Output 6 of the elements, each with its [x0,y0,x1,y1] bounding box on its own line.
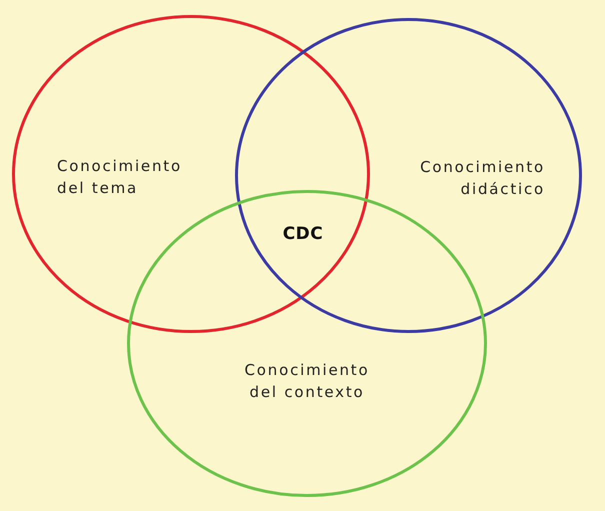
set-label: Conocimiento del contexto [244,360,370,403]
set-label: Conocimiento didáctico [419,157,545,200]
intersection-label: CDC [282,224,324,244]
venn-ellipse [12,15,370,333]
venn-ellipse [235,18,582,333]
set-label: Conocimiento del tema [57,156,183,199]
